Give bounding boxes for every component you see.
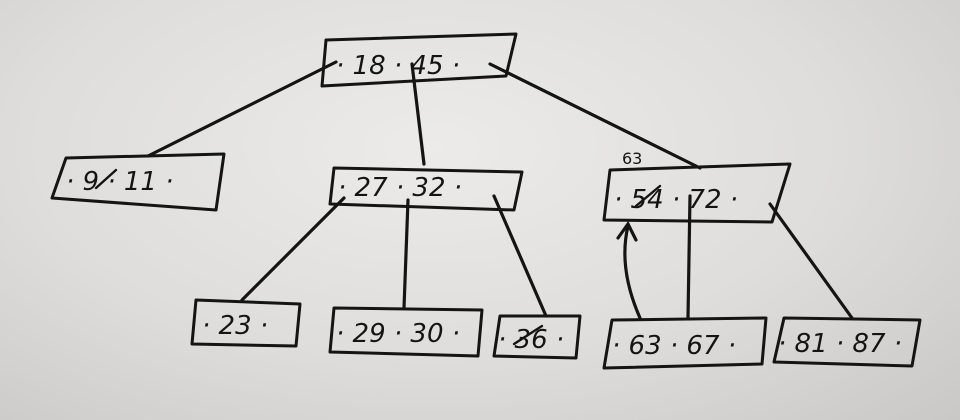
edge-root-to-leaf-1 (146, 60, 338, 158)
leaf-node-3-keys: · 29 · 30 · (336, 319, 460, 349)
root-node-keys: · 18 · 45 · (336, 51, 460, 81)
leaf-node-2-box (190, 298, 302, 348)
leaf-node-6: · 81 · 87 · (772, 316, 922, 368)
leaf-node-2: · 23 · (190, 298, 302, 348)
leaf-node-3-box (328, 306, 484, 358)
tree-edges (146, 60, 854, 320)
root-node: · 18 · 45 · (320, 32, 518, 88)
strike-mark (512, 324, 544, 346)
internal-node-1: · 27 · 32 · (328, 166, 524, 212)
edge-leaf-5-arrow-to-internal-2 (623, 224, 642, 320)
strike-mark (94, 168, 118, 190)
root-node-box (320, 32, 518, 88)
edge-internal-2-to-leaf-6 (768, 202, 854, 320)
internal-node-2: · 54 · 72 · 63 (602, 149, 792, 224)
internal-node-2-box (602, 162, 792, 224)
leaf-node-5-box (602, 316, 768, 370)
internal-node-2-keys: · 54 · 72 · (614, 185, 738, 215)
leaf-node-4-box (492, 314, 582, 360)
leaf-node-5-keys: · 63 · 67 · (612, 331, 736, 361)
edge-internal-1-to-leaf-2 (240, 196, 346, 302)
internal-node-2-annotation: 63 (622, 149, 642, 168)
leaf-node-5: · 63 · 67 · (602, 316, 768, 370)
leaf-node-4: · 36 · (492, 314, 582, 360)
leaf-node-3: · 29 · 30 · (328, 306, 484, 358)
leaf-node-1: · 9 · 11 · (50, 152, 226, 212)
leaf-node-4-keys: · 36 · (498, 325, 564, 355)
arrow-head (616, 220, 638, 242)
internal-node-1-keys: · 27 · 32 · (338, 173, 462, 203)
leaf-node-6-keys: · 81 · 87 · (778, 329, 902, 359)
edge-internal-1-to-leaf-3 (402, 198, 410, 310)
edge-internal-2-to-leaf-5 (686, 194, 692, 320)
leaf-node-2-keys: · 23 · (202, 311, 268, 341)
leaf-node-1-keys: · 9 · 11 · (66, 167, 173, 197)
leaf-node-6-box (772, 316, 922, 368)
strike-mark (634, 184, 662, 208)
edge-internal-1-to-leaf-4 (492, 194, 548, 318)
internal-node-1-box (328, 166, 524, 212)
leaf-node-1-box (50, 152, 226, 212)
edge-root-to-internal-2 (488, 62, 702, 170)
